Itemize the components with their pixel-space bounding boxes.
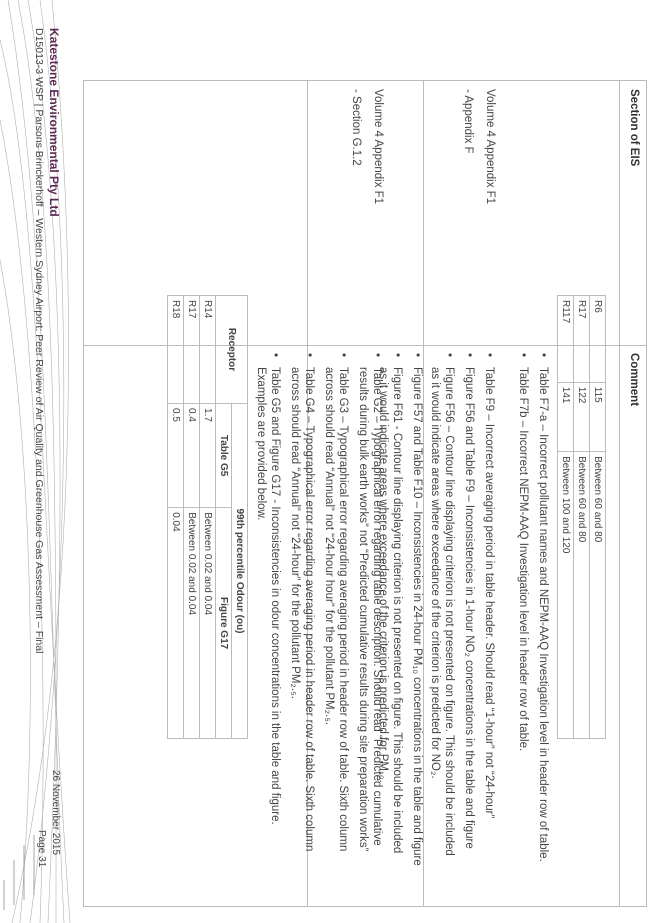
table-cell: 1.7 <box>199 403 216 508</box>
comment-bullet: Figure F56 and Table F9 – Inconsistencie… <box>462 367 476 867</box>
section-label: Volume 4 Appendix F1 <box>484 89 496 205</box>
table-cell: R18 <box>167 295 184 404</box>
document-date: 26 November 2015 <box>50 770 61 856</box>
table-cell: R117 <box>557 295 574 383</box>
section-label: - Appendix F <box>462 89 474 154</box>
table-cell: R6 <box>589 295 606 383</box>
comments-table: Section of EIS Comment R6 115 Between 60… <box>83 80 647 907</box>
section-column-header: Section of EIS <box>628 89 640 167</box>
table-cell: 141 <box>557 382 574 452</box>
comment-bullet: Table G5 and Figure G17 - Inconsistencie… <box>254 367 282 867</box>
table-row: R117 141 Between 100 and 120 <box>557 295 574 739</box>
table-cell: R17 <box>183 295 200 404</box>
table-row: R18 0.5 0.04 <box>167 295 184 739</box>
table-cell: 115 <box>589 382 606 452</box>
comment-bullet: Table F7b – Incorrect NEPM-AAQ Investiga… <box>516 367 530 867</box>
section-label: - Section G.1.2 <box>350 89 362 166</box>
comment-bullet: Figure F57 and Table F10 – Inconsistenci… <box>410 367 424 867</box>
table-row: R17 0.4 Between 0.02 and 0.04 <box>183 295 200 739</box>
table-g5-header: Table G5 <box>215 403 232 508</box>
comment-bullet: Table F7-a – Incorrect pollutant names a… <box>536 367 550 867</box>
table-row: R14 1.7 Between 0.02 and 0.04 <box>199 295 216 739</box>
page-number: Page 31 <box>36 830 47 868</box>
comment-bullet: Table G3 – Typographical error regarding… <box>322 367 350 867</box>
table-row: R6 115 Between 60 and 80 <box>589 295 606 739</box>
table-cell: 0.4 <box>183 403 200 508</box>
odour-comparison-table: Receptor 99th percentile Odour (ou) Tabl… <box>167 295 248 739</box>
table-cell: R17 <box>573 295 590 383</box>
comment-bullet: Table G4 – Typographical error regarding… <box>288 367 316 867</box>
comment-column-header: Comment <box>628 353 640 407</box>
document-reference: D15013-3 WSP | Parsons Brinckerhoff – We… <box>33 28 45 654</box>
figure-g17-header: Figure G17 <box>215 507 232 739</box>
table-cell: 122 <box>573 382 590 452</box>
section-label: Volume 4 Appendix F1 <box>372 89 384 205</box>
receptor-header: Receptor <box>215 295 248 404</box>
comment-bullet: Table F9 – Incorrect averaging period in… <box>482 367 496 867</box>
table-cell: Between 100 and 120 <box>557 451 574 739</box>
header-divider <box>619 81 620 906</box>
comment-bullet: Figure F56 – Contour line displaying cri… <box>428 367 456 867</box>
table-cell: R14 <box>199 295 216 404</box>
prefix-receptor-table: R6 115 Between 60 and 80 R17 122 Between… <box>557 295 606 739</box>
table-header-row: Receptor 99th percentile Odour (ou) <box>215 295 248 739</box>
table-cell: 0.04 <box>167 507 184 739</box>
comment-bullet: Table G2 – Typographical error regarding… <box>356 367 384 867</box>
table-cell: Between 0.02 and 0.04 <box>183 507 200 739</box>
company-name: Katestone Environmental Pty Ltd <box>47 28 61 217</box>
table-cell: Between 60 and 80 <box>589 451 606 739</box>
table-cell: 0.5 <box>167 403 184 508</box>
table-cell: Between 0.02 and 0.04 <box>199 507 216 739</box>
odour-group-header: 99th percentile Odour (ou) <box>231 403 248 739</box>
table-row: R17 122 Between 60 and 80 <box>573 295 590 739</box>
table-cell: Between 60 and 80 <box>573 451 590 739</box>
